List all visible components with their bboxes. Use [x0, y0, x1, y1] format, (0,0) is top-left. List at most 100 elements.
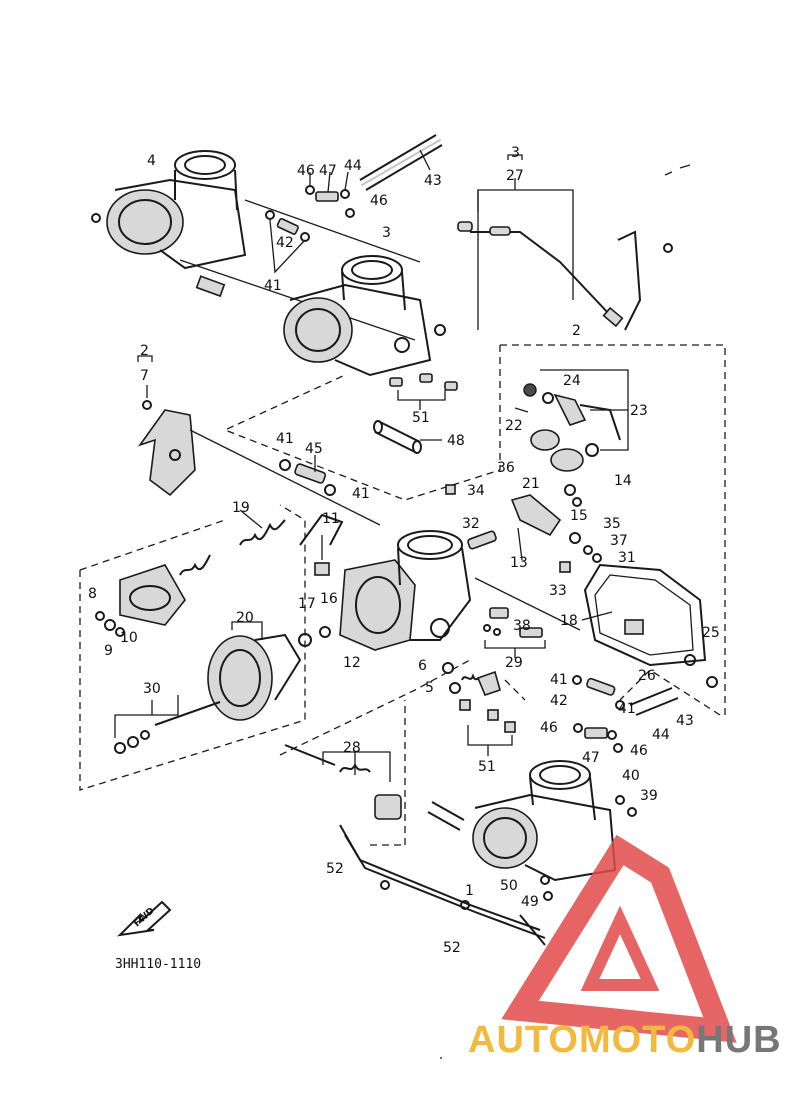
callout-label: 42	[550, 693, 568, 709]
callout-label: 6	[418, 658, 427, 674]
fittings-29-38	[442, 607, 546, 694]
callout-label: 17	[298, 596, 316, 612]
svg-text:AUTOMOTOHUB: AUTOMOTOHUB	[468, 1019, 782, 1061]
hose-43-top	[359, 134, 443, 191]
automotohub-logo-icon	[501, 834, 737, 1043]
stray-marks	[440, 164, 691, 1059]
callout-label: 46	[297, 163, 315, 179]
callout-label: 28	[343, 740, 361, 756]
callout-label: 30	[143, 681, 161, 697]
callout-label: 33	[549, 583, 567, 599]
callout-label: 3	[382, 225, 391, 241]
carburetor-center	[189, 429, 581, 651]
callout-label: 41	[264, 278, 282, 294]
small-screws-mid	[445, 484, 602, 573]
callout-label: 9	[104, 643, 113, 659]
pilot-screw-28	[284, 744, 402, 820]
callout-label: 21	[522, 476, 540, 492]
callout-label: 18	[560, 613, 578, 629]
callout-label: 15	[570, 508, 588, 524]
callout-label: 41	[550, 672, 568, 688]
mounting-rails-52	[339, 824, 546, 946]
callout-label: 2	[572, 323, 581, 339]
callout-label: 2	[140, 343, 149, 359]
callout-label: 37	[610, 533, 628, 549]
callout-label: 34	[467, 483, 485, 499]
callout-label: 24	[563, 373, 581, 389]
diagram-code: 3HH110-1110	[115, 957, 201, 972]
callout-label: 16	[320, 591, 338, 607]
jet-needle-30	[114, 695, 221, 754]
callout-label: 46	[540, 720, 558, 736]
callout-label: 48	[447, 433, 465, 449]
fittings-lower-right	[572, 675, 679, 753]
float-cover-18	[581, 563, 718, 688]
callout-label: 46	[630, 743, 648, 759]
carburetor-top-left	[91, 150, 421, 341]
callout-label: 23	[630, 403, 648, 419]
carburetor-bottom-right	[427, 760, 637, 901]
callout-label: 7	[140, 368, 149, 384]
callout-label: 3	[511, 145, 520, 161]
callout-label: 43	[424, 173, 442, 189]
callout-label: 44	[344, 158, 362, 174]
callout-label: 22	[505, 418, 523, 434]
callout-label: 43	[676, 713, 694, 729]
spring-19	[179, 509, 286, 576]
jet-set-51-top	[389, 373, 458, 410]
callout-label: 41	[618, 701, 636, 717]
callout-label: 19	[232, 500, 250, 516]
callout-label: 5	[425, 680, 434, 696]
small-fittings-top	[265, 171, 355, 274]
callout-label: 52	[443, 940, 461, 956]
callout-label: 20	[236, 610, 254, 626]
callout-label: 14	[614, 473, 632, 489]
callout-label: 47	[319, 163, 337, 179]
callout-label: 44	[652, 727, 670, 743]
throttle-cable	[457, 154, 673, 331]
callout-label: 1	[465, 883, 474, 899]
callout-label: 32	[462, 516, 480, 532]
watermark-text-hub: HUB	[696, 1019, 781, 1061]
callout-label: 29	[505, 655, 523, 671]
callout-label: 13	[510, 555, 528, 571]
fittings-45	[279, 455, 336, 496]
callout-label: 25	[702, 625, 720, 641]
callout-label: 51	[478, 759, 496, 775]
callout-label: 41	[352, 486, 370, 502]
group-boundaries	[79, 344, 726, 846]
callout-label: 50	[500, 878, 518, 894]
callout-labels: 4 46 47 44 46 43 3 27 42 41 3 2 2 7 24 2…	[88, 145, 720, 956]
callout-label: 27	[506, 168, 524, 184]
bracket-7	[137, 355, 196, 497]
callout-label: 4	[147, 153, 156, 169]
callout-label: 49	[521, 894, 539, 910]
callout-label: 11	[322, 511, 340, 527]
piston-diaphragm-20	[207, 621, 331, 721]
hose-48	[373, 420, 442, 454]
callout-label: 10	[120, 630, 138, 646]
callout-label: 39	[640, 788, 658, 804]
callout-label: 45	[305, 441, 323, 457]
jet-set-51-bottom	[459, 670, 516, 756]
callout-label: 47	[582, 750, 600, 766]
callout-label: 12	[343, 655, 361, 671]
callout-label: 26	[638, 668, 656, 684]
callout-label: 41	[276, 431, 294, 447]
callout-label: 51	[412, 410, 430, 426]
callout-label: 52	[326, 861, 344, 877]
watermark-text-automoto: AUTOMOTO	[468, 1019, 696, 1061]
forward-arrow-icon	[117, 900, 172, 937]
callout-label: 42	[276, 235, 294, 251]
callout-label: 36	[497, 460, 515, 476]
top-cap	[95, 564, 186, 637]
linkage-parts	[510, 369, 629, 561]
carburetor-top-middle	[283, 255, 446, 377]
callout-label: 35	[603, 516, 621, 532]
callout-label: 40	[622, 768, 640, 784]
callout-label: 8	[88, 586, 97, 602]
callout-label: 46	[370, 193, 388, 209]
callout-label: 31	[618, 550, 636, 566]
